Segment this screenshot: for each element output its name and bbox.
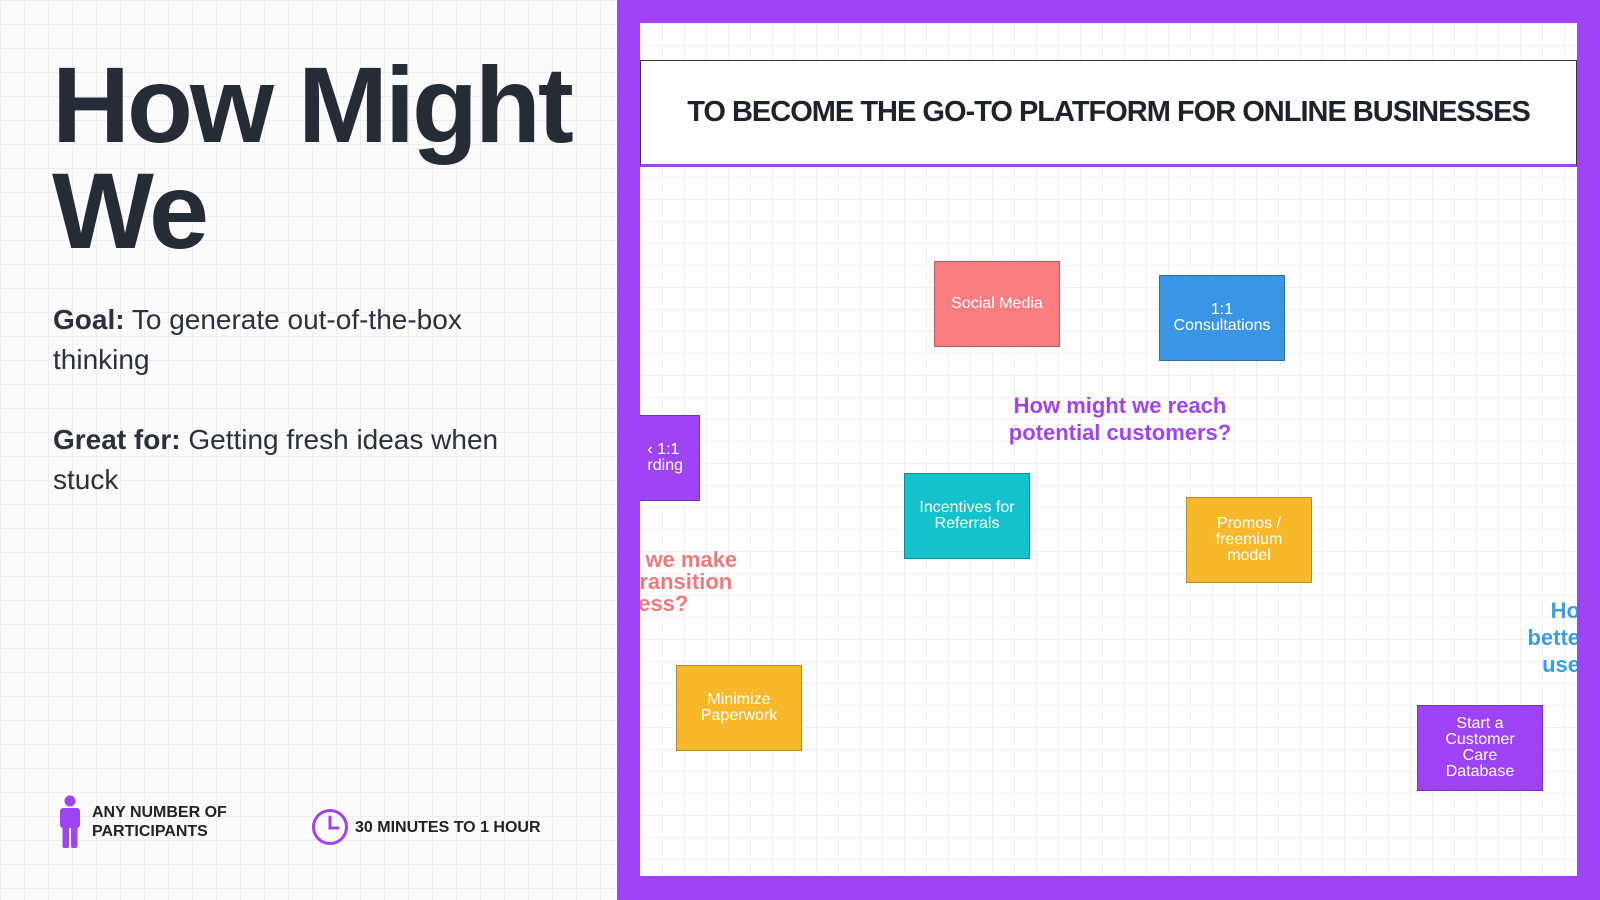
duration-info: 30 MINUTES TO 1 HOUR bbox=[311, 808, 541, 846]
goal-value: To generate out-of-the-box thinking bbox=[53, 304, 462, 375]
page-title: How Might We bbox=[52, 44, 612, 271]
goal-banner[interactable]: TO BECOME THE GO-TO PLATFORM FOR ONLINE … bbox=[640, 60, 1577, 167]
title-line-1: How Might bbox=[52, 44, 574, 165]
sticky-note-label: Consultations bbox=[1173, 317, 1271, 334]
whiteboard-canvas[interactable]: TO BECOME THE GO-TO PLATFORM FOR ONLINE … bbox=[640, 23, 1577, 876]
participants-info: ANY NUMBER OF PARTICIPANTS bbox=[58, 795, 227, 849]
sticky-note-paperwork[interactable]: Minimize Paperwork bbox=[676, 665, 802, 751]
person-icon bbox=[60, 795, 80, 848]
sticky-note-label: rding bbox=[647, 457, 683, 474]
question-reach-customers[interactable]: How might we reach potential customers? bbox=[985, 392, 1255, 446]
sticky-note-social-media[interactable]: Social Media bbox=[934, 261, 1060, 347]
goal-label: Goal: bbox=[53, 304, 125, 335]
duration-label: 30 MINUTES TO 1 HOUR bbox=[355, 818, 541, 836]
sticky-note-promos[interactable]: Promos / freemium model bbox=[1186, 497, 1312, 583]
question-line: t we make bbox=[640, 547, 738, 572]
sticky-note-customer-care[interactable]: Start a Customer Care Database bbox=[1417, 705, 1543, 791]
question-transition[interactable]: t we make transition less? bbox=[640, 549, 737, 615]
left-panel: How Might We Goal: To generate out-of-th… bbox=[0, 0, 617, 900]
sticky-note-label: ‹ 1:1 bbox=[647, 441, 680, 458]
sticky-note-label: Database bbox=[1445, 763, 1515, 780]
question-line: less? bbox=[640, 591, 689, 616]
question-line: bette bbox=[1527, 625, 1577, 650]
question-line: transition bbox=[640, 569, 733, 594]
sticky-note-label: freemium bbox=[1215, 531, 1283, 548]
question-line: use bbox=[1542, 652, 1577, 677]
participants-label: ANY NUMBER OF PARTICIPANTS bbox=[92, 803, 227, 841]
great-for-label: Great for: bbox=[53, 424, 181, 455]
great-for-text: Great for: Getting fresh ideas when stuc… bbox=[53, 420, 553, 500]
sticky-note-label: Paperwork bbox=[700, 707, 778, 724]
question-better-use[interactable]: Ho bette use bbox=[1496, 597, 1577, 678]
clock-icon bbox=[312, 809, 348, 845]
participants-line-2: PARTICIPANTS bbox=[92, 823, 208, 840]
sticky-note-consultations[interactable]: 1:1 Consultations bbox=[1159, 275, 1285, 361]
sticky-note-label: Referrals bbox=[934, 515, 1000, 532]
sticky-note-onboarding[interactable]: ‹ 1:1 rding bbox=[640, 415, 700, 501]
sticky-note-label: Minimize bbox=[707, 691, 771, 708]
sticky-note-label: Start a bbox=[1456, 715, 1504, 732]
question-line: Ho bbox=[1550, 598, 1577, 623]
sticky-note-label: Care bbox=[1462, 747, 1498, 764]
goal-text: Goal: To generate out-of-the-box thinkin… bbox=[53, 300, 553, 380]
question-line: How might we reach bbox=[1013, 393, 1227, 418]
sticky-note-label: Customer bbox=[1445, 731, 1515, 748]
question-line: potential customers? bbox=[1008, 420, 1232, 445]
sticky-note-label: Incentives for bbox=[919, 499, 1015, 516]
sticky-note-label: model bbox=[1227, 547, 1271, 564]
sticky-note-label: Social Media bbox=[951, 295, 1043, 312]
sticky-note-referrals[interactable]: Incentives for Referrals bbox=[904, 473, 1030, 559]
title-line-2: We bbox=[52, 150, 209, 271]
sticky-note-label: 1:1 bbox=[1210, 301, 1234, 318]
great-for-value: Getting fresh ideas when stuck bbox=[53, 424, 499, 495]
participants-line-1: ANY NUMBER OF bbox=[92, 804, 227, 821]
sticky-note-label: Promos / bbox=[1216, 515, 1281, 532]
goal-banner-text: TO BECOME THE GO-TO PLATFORM FOR ONLINE … bbox=[687, 96, 1531, 128]
